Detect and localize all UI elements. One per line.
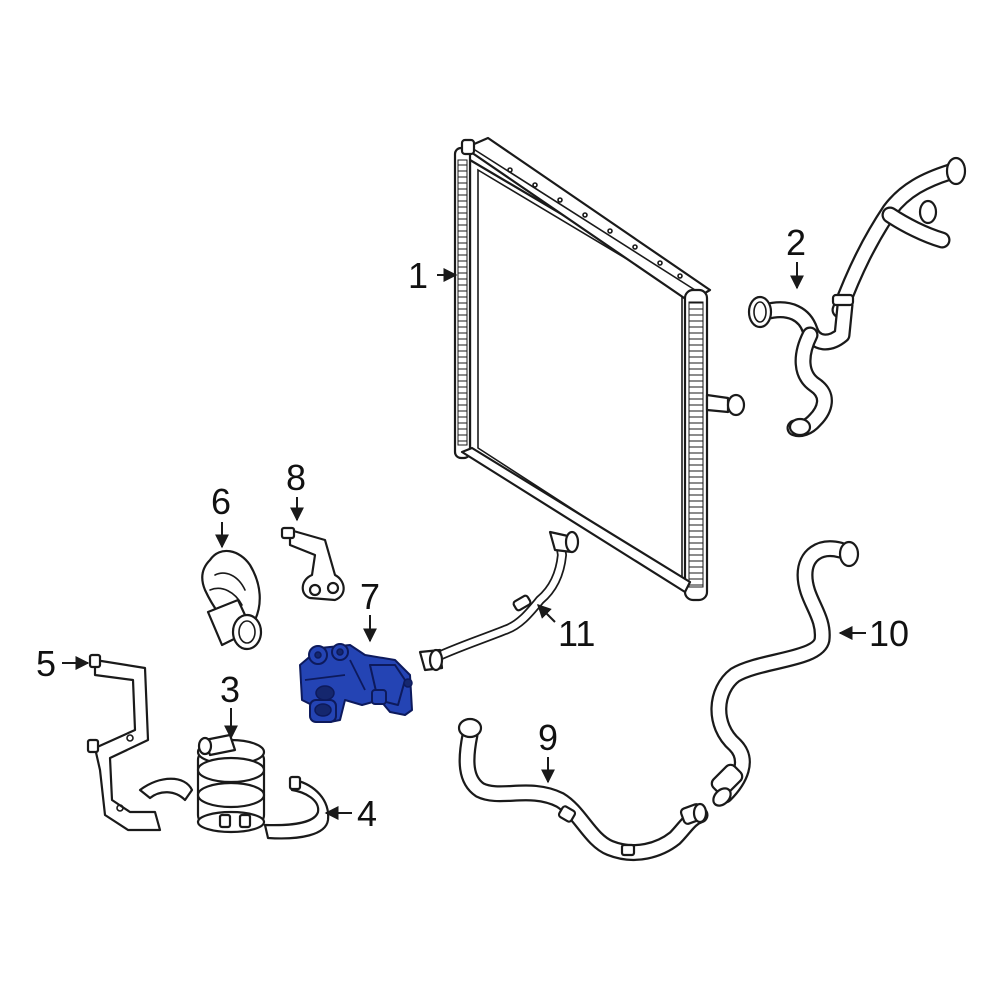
callout-number: 4	[357, 793, 377, 834]
callout-number: 11	[558, 613, 595, 654]
callout-number: 8	[286, 457, 306, 498]
long-hose-part[interactable]	[709, 540, 860, 809]
callout-4: 4	[324, 793, 377, 834]
callout-9: 9	[538, 717, 558, 784]
callout-3: 3	[220, 669, 240, 740]
clamp-strap-part[interactable]	[263, 775, 330, 840]
coolant-valve-part[interactable]	[299, 643, 413, 723]
callout-5: 5	[36, 643, 90, 684]
hose-elbow-part[interactable]	[201, 549, 263, 651]
water-pump-part[interactable]	[196, 733, 266, 834]
callout-7: 7	[360, 576, 380, 643]
small-pipe-part[interactable]	[418, 530, 580, 672]
callout-number: 2	[786, 222, 806, 263]
callout-number: 7	[360, 576, 380, 617]
callout-number: 10	[869, 613, 909, 654]
callout-number: 6	[211, 481, 231, 522]
callout-number: 3	[220, 669, 240, 710]
mount-bracket-part[interactable]	[86, 653, 194, 832]
callout-6: 6	[211, 481, 231, 549]
callout-number: 5	[36, 643, 56, 684]
callout-number: 1	[408, 255, 428, 296]
callout-number: 9	[538, 717, 558, 758]
callout-1: 1	[408, 255, 458, 296]
radiator-part[interactable]	[453, 136, 746, 602]
callout-8: 8	[286, 457, 306, 522]
upper-hose-part[interactable]	[747, 156, 967, 438]
callout-11: 11	[537, 604, 595, 654]
bracket-part[interactable]	[280, 526, 345, 602]
callout-2: 2	[786, 222, 806, 290]
lower-hose-part[interactable]	[457, 717, 709, 862]
callout-10: 10	[838, 613, 909, 654]
